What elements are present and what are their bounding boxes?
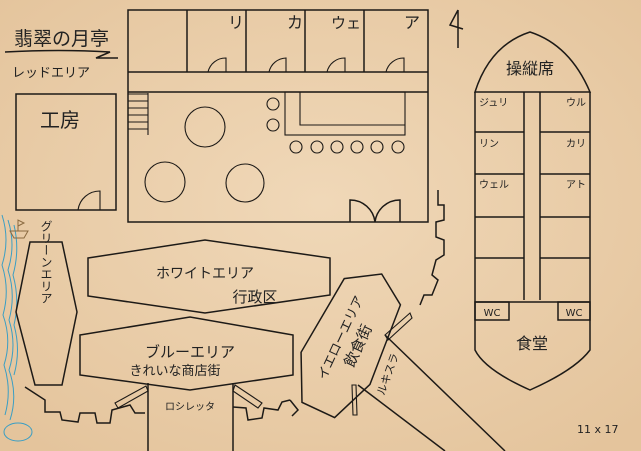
inn-building: リ カ ウェ ア [127,9,429,223]
cabin-label: ウェル [479,179,509,191]
door-icon [77,190,101,211]
blue-area-sub: きれいな商店街 [129,364,220,379]
blue-area [79,316,294,391]
inn-label: 翡翠の月亭 レッドエリア [4,28,118,81]
cabin-label: リン [479,139,499,150]
boat-icon [9,219,29,239]
south-road-label: ロシレッタ [165,401,215,413]
airship: 操縦席 ジュリ リン ウェル ウル カリ アト WC WC 食堂 [473,31,592,391]
entrance-door-icon [349,199,401,223]
bar-counter [284,91,406,136]
cabin-label: ウル [566,97,586,109]
cabin-label: ジュリ [479,98,508,109]
door-icon [207,57,227,73]
water-waves [1,214,33,442]
north-flag-icon [448,9,464,48]
title-underline-arrow [4,49,118,59]
table [225,163,265,203]
door-icon [385,57,405,73]
inn-title: 翡翠の月亭 [14,28,109,50]
cabin-label: カリ [566,138,586,150]
blue-area-label: ブルーエリア [145,343,235,361]
room-label: ア [404,13,420,32]
city-wall [289,399,300,417]
white-area-sub: 行政区 [232,288,277,306]
bridge-label: 操縦席 [506,59,554,78]
door-icon [326,57,346,73]
stool [266,118,280,132]
stairs [128,93,149,135]
wc-label: WC [566,308,583,319]
dining-label: 食堂 [516,334,548,353]
green-area-label: グリーンエリア [39,220,53,304]
wc-label: WC [484,308,501,319]
stools-row [289,140,405,154]
room-label: ウェ [331,14,361,32]
white-area-label: ホワイトエリア [156,266,254,282]
table [184,106,226,148]
cabin-label: アト [566,180,586,191]
room-label: カ [287,13,303,32]
red-area-label: レッドエリア [12,66,90,81]
door-icon [268,57,287,73]
green-area [15,241,78,386]
table [144,161,186,203]
workshop-label: 工房 [40,108,80,132]
city-wall [24,190,445,424]
workshop-building: 工房 [15,93,117,211]
scale-label: 11 x 17 [577,423,619,436]
stool [266,97,280,111]
white-area [87,239,331,314]
room-label: リ [228,13,244,32]
